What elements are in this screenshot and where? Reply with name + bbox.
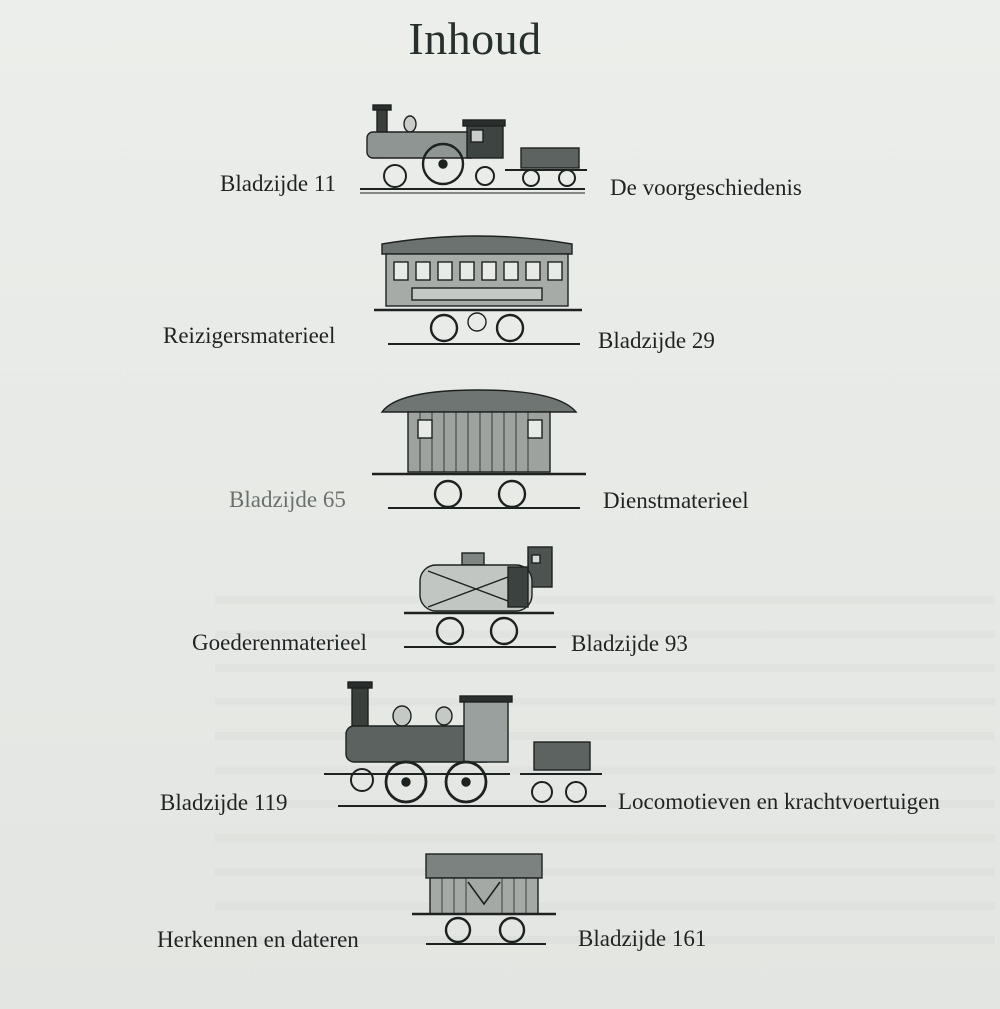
service-van-icon (368, 386, 590, 512)
steam-locomotive-with-tender-icon (355, 100, 595, 196)
covered-goods-wagon-icon (408, 850, 560, 950)
entry-2-page: Bladzijde 29 (598, 328, 715, 353)
entry-4-page: Bladzijde 93 (571, 631, 688, 656)
large-steam-locomotive-icon (320, 680, 610, 812)
page-title: Inhoud (408, 13, 542, 64)
passenger-carriage-icon (368, 226, 590, 352)
entry-2-section: Reizigersmaterieel (163, 323, 336, 348)
tank-wagon-icon (400, 543, 560, 653)
entry-1-page: Bladzijde 11 (220, 171, 337, 196)
entry-3-section: Dienstmaterieel (603, 488, 749, 513)
entry-3-page: Bladzijde 65 (229, 487, 346, 512)
entry-5-section: Locomotieven en krachtvoertuigen (618, 789, 940, 814)
entry-1-section: De voorgeschiedenis (610, 175, 802, 200)
show-through-text (215, 570, 995, 950)
entry-4-section: Goederenmaterieel (192, 630, 367, 655)
entry-5-page: Bladzijde 119 (160, 790, 288, 815)
entry-6-section: Herkennen en dateren (157, 927, 359, 952)
entry-6-page: Bladzijde 161 (578, 926, 707, 951)
